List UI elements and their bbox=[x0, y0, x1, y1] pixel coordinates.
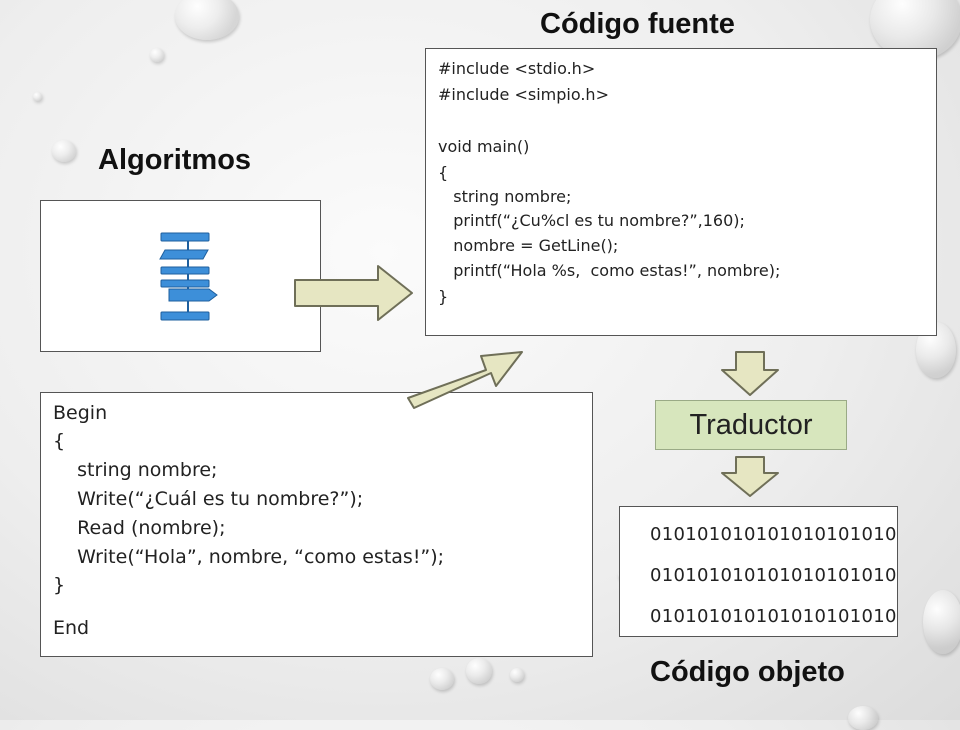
code-line: } bbox=[53, 574, 66, 596]
arrow-down-to-object-code bbox=[721, 456, 779, 497]
code-line: string nombre; bbox=[53, 459, 218, 481]
flowchart-box bbox=[40, 200, 321, 352]
code-line: printf(“¿Cu%cl es tu nombre?”,160); bbox=[438, 211, 745, 230]
code-line: string nombre; bbox=[438, 187, 572, 206]
code-line: Write(“Hola”, nombre, “como estas!”); bbox=[53, 546, 445, 568]
code-line: Read (nombre); bbox=[53, 517, 226, 539]
arrow-down-to-translator bbox=[721, 351, 779, 396]
code-line: #include <stdio.h> bbox=[438, 59, 596, 78]
binary-line: 010101010101010101010 bbox=[650, 606, 897, 627]
pseudocode-box: Begin { string nombre; Write(“¿Cuál es t… bbox=[40, 392, 593, 657]
code-line: { bbox=[53, 430, 66, 452]
water-drop bbox=[150, 48, 164, 62]
translator-box: Traductor bbox=[655, 400, 847, 450]
object-code-heading: Código objeto bbox=[650, 656, 845, 688]
code-line: printf(“Hola %s, como estas!”, nombre); bbox=[438, 261, 781, 280]
water-drop bbox=[430, 668, 454, 690]
water-drop bbox=[52, 140, 76, 162]
code-line: } bbox=[438, 287, 449, 306]
code-line: { bbox=[438, 163, 449, 182]
algorithms-heading: Algoritmos bbox=[98, 144, 252, 176]
water-drop bbox=[175, 0, 239, 40]
flowchart-icon bbox=[159, 232, 218, 321]
water-drop bbox=[466, 658, 492, 684]
water-drop bbox=[848, 706, 878, 730]
code-line: nombre = GetLine(); bbox=[438, 236, 619, 255]
water-drop bbox=[33, 92, 42, 101]
code-line: #include <simpio.h> bbox=[438, 85, 609, 104]
object-code-box: 010101010101010101010 010101010101010101… bbox=[619, 506, 898, 637]
code-line: void main() bbox=[438, 137, 530, 156]
code-line: Begin bbox=[53, 402, 108, 424]
binary-line: 010101010101010101010 bbox=[650, 565, 897, 586]
water-drop bbox=[510, 668, 524, 682]
water-drop bbox=[923, 590, 960, 654]
source-code-box: #include <stdio.h> #include <simpio.h> v… bbox=[425, 48, 937, 336]
code-line: End bbox=[53, 617, 90, 639]
binary-line: 010101010101010101010 bbox=[650, 524, 897, 545]
source-code-heading: Código fuente bbox=[540, 8, 735, 40]
code-line: Write(“¿Cuál es tu nombre?”); bbox=[53, 488, 364, 510]
